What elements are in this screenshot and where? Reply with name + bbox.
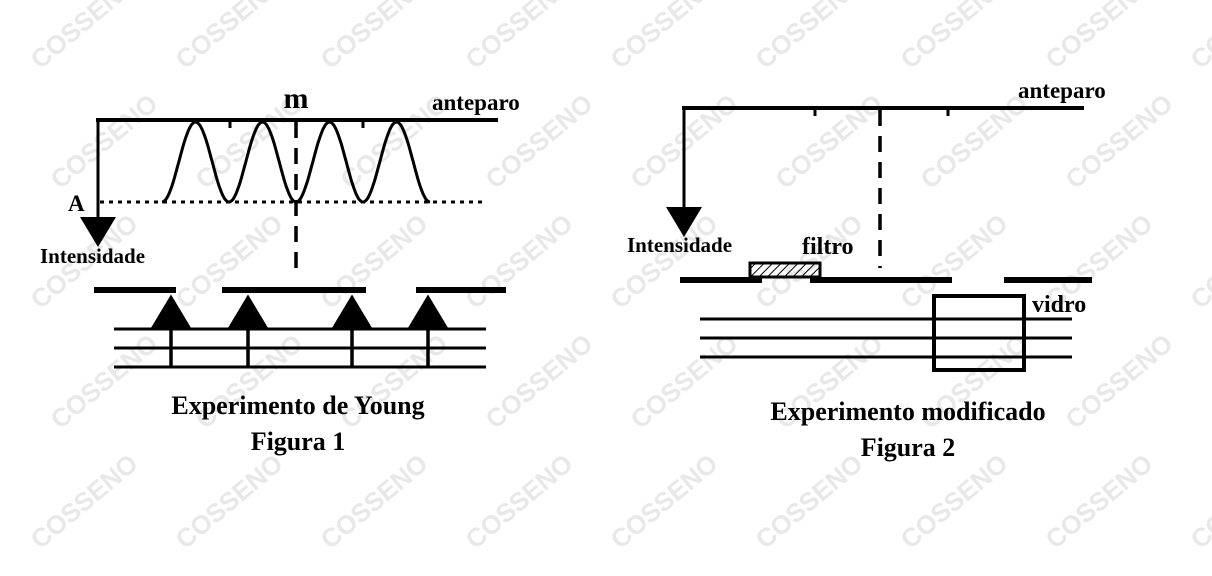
watermark-text: COSSENO [605, 448, 724, 555]
watermark-text: COSSENO [1060, 88, 1179, 195]
fig1-label-screen: anteparo [432, 90, 520, 115]
watermark-text: COSSENO [1185, 208, 1212, 315]
watermark-text: COSSENO [315, 448, 434, 555]
watermark-text: COSSENO [170, 0, 289, 75]
fig1-label-A: A [68, 191, 85, 216]
watermark-text: COSSENO [1040, 0, 1159, 75]
watermark-text: COSSENO [750, 208, 869, 315]
fig2-caption-title: Experimento modificado [770, 397, 1045, 426]
watermark-text: COSSENO [460, 208, 579, 315]
watermark-text: COSSENO [170, 208, 289, 315]
fig2-label-screen: anteparo [1018, 78, 1106, 103]
watermark-text: COSSENO [605, 208, 724, 315]
watermark-text: COSSENO [1060, 328, 1179, 435]
fig1-label-intensity: Intensidade [40, 244, 145, 268]
watermark-text: COSSENO [1205, 88, 1212, 195]
fig2-label-intensity: Intensidade [627, 233, 732, 257]
fig1-caption-figure: Figura 1 [251, 427, 346, 456]
fig2-caption-figure: Figura 2 [861, 433, 956, 462]
watermark-text: COSSENO [1185, 0, 1212, 75]
watermark-text: COSSENO [315, 0, 434, 75]
watermark-text: COSSENO [170, 448, 289, 555]
watermark-text: COSSENO [750, 0, 869, 75]
fig1-label-m: m [284, 82, 309, 115]
watermark-text: COSSENO [315, 208, 434, 315]
fig2-label-filter: filtro [802, 234, 854, 260]
watermark-text: COSSENO [460, 448, 579, 555]
watermark-text: COSSENO [770, 88, 889, 195]
watermark-text: COSSENO [915, 88, 1034, 195]
fig1-caption-title: Experimento de Young [171, 391, 424, 420]
watermark-text: COSSENO [625, 328, 744, 435]
watermark-text: COSSENO [605, 0, 724, 75]
watermark-text: COSSENO [750, 448, 869, 555]
watermark-text: COSSENO [1040, 448, 1159, 555]
fig2-label-glass: vidro [1032, 292, 1086, 318]
watermark-text: COSSENO [1185, 448, 1212, 555]
watermark-text: COSSENO [895, 208, 1014, 315]
watermark-text: COSSENO [895, 448, 1014, 555]
figure-2: anteparo Intensidade filtro vidro Experi… [627, 78, 1106, 462]
watermark-text: COSSENO [1205, 328, 1212, 435]
watermark-text: COSSENO [25, 0, 144, 75]
watermark-text: COSSENO [45, 88, 164, 195]
fig2-filter [748, 261, 822, 279]
watermark-text: COSSENO [25, 448, 144, 555]
watermark-text: COSSENO [45, 328, 164, 435]
watermark-text: COSSENO [460, 0, 579, 75]
figure-1: m anteparo A Intensidade Experimento de … [40, 82, 520, 456]
watermark-text: COSSENO [895, 0, 1014, 75]
watermark-text: COSSENO [480, 328, 599, 435]
fig2-glass-block [932, 294, 1026, 372]
